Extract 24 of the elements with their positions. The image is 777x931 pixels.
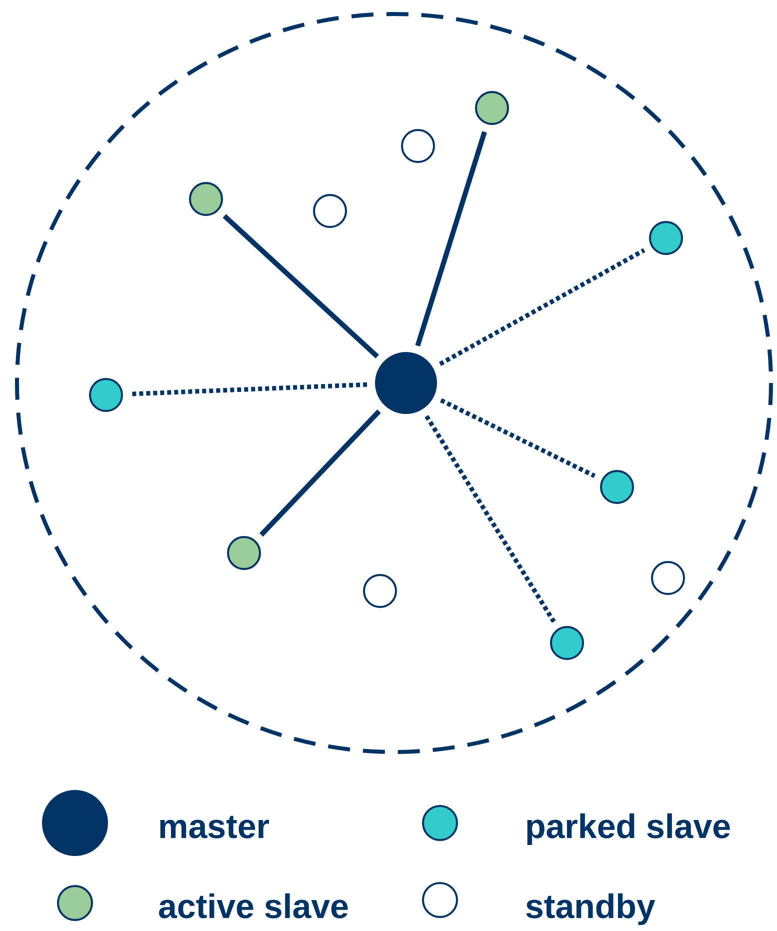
- standby-node: [651, 561, 685, 595]
- parked-node: [600, 470, 634, 504]
- dotted-link: [438, 248, 646, 366]
- parked-node: [550, 626, 584, 660]
- legend-label: standby: [525, 887, 656, 927]
- solid-link: [415, 131, 487, 347]
- standby-node: [363, 574, 397, 608]
- legend-label: parked slave: [525, 807, 732, 847]
- active-node: [227, 536, 261, 570]
- standby-node: [313, 194, 347, 228]
- active-node: [475, 91, 509, 125]
- legend-label: master: [158, 807, 270, 847]
- solid-link: [259, 410, 381, 537]
- dotted-link: [440, 398, 596, 478]
- legend-label: active slave: [158, 887, 349, 927]
- active-node: [189, 182, 223, 216]
- solid-link: [222, 214, 379, 358]
- network-boundary-circle: [15, 12, 773, 754]
- dotted-link: [130, 382, 368, 396]
- parked-node: [649, 221, 683, 255]
- parked-node: [89, 378, 123, 412]
- dotted-link: [424, 414, 556, 623]
- master-node: [375, 352, 437, 414]
- standby-node: [401, 129, 435, 163]
